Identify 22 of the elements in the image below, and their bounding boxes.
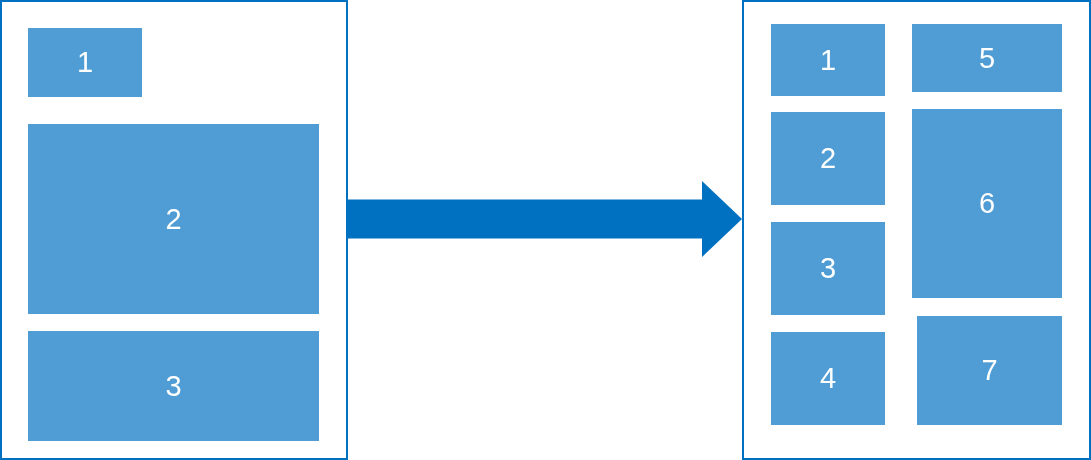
page-frame	[742, 0, 1091, 460]
block-number: 2	[819, 144, 837, 173]
page-frame	[0, 0, 348, 460]
layout-block	[912, 109, 1062, 298]
layout-block	[771, 24, 885, 96]
layout-block	[28, 28, 142, 97]
block-number: 7	[981, 356, 998, 385]
block-number: 2	[165, 204, 182, 234]
block-number: 3	[165, 371, 182, 401]
block-number: 6	[978, 189, 996, 218]
layout-block	[28, 124, 319, 314]
block-number: 3	[819, 254, 837, 283]
block-number: 1	[76, 48, 94, 77]
block-number: 5	[978, 43, 996, 73]
layout-block	[28, 331, 319, 441]
block-number: 1	[819, 45, 837, 75]
layout-block	[771, 112, 885, 205]
layout-block	[771, 332, 885, 425]
block-number: 4	[819, 364, 837, 393]
layout-block	[771, 222, 885, 315]
layout-block	[912, 24, 1062, 92]
layout-block	[917, 316, 1062, 425]
